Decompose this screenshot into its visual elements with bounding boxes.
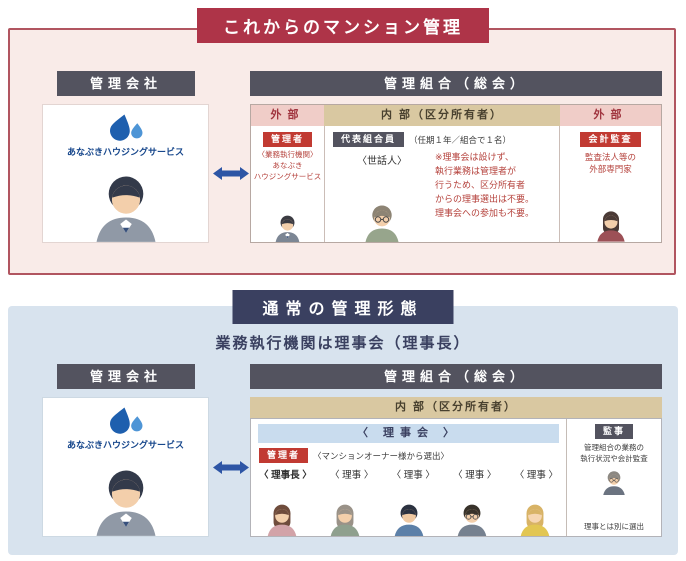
auditor-description: 管理組合の業務の 執行状況や会計監査 <box>580 443 648 464</box>
auditor-area: 監事 管理組合の業務の 執行状況や会計監査 理事とは別に選出 <box>566 419 661 536</box>
role-director: 〈 理事 〉 <box>514 470 558 481</box>
representative-row: 代表組合員 （任期１年／組合で１名） <box>333 132 551 147</box>
top-association-header: 管理組合（総会） <box>250 71 662 96</box>
audit-cell: 会計監査 監査法人等の 外部専門家 <box>560 126 661 242</box>
person-icon <box>359 199 405 242</box>
manager-selection-note: 〈マンションオーナー様から選出〉 <box>313 450 450 461</box>
manager-company-name: あなぶき ハウジングサービス <box>253 160 322 181</box>
caretaker-block: 〈世話人〉 <box>333 150 431 242</box>
anabuki-logo-icon <box>103 405 149 437</box>
representative-cell: 代表組合員 （任期１年／組合で１名） 〈世話人〉 ※理事会は設けず、 執行業務は… <box>324 126 560 242</box>
person-icon <box>599 467 629 495</box>
top-association-table: 外部 内 部（区分所有者） 外部 管理者 〈業務執行機関〉 あなぶき ハウジング… <box>250 104 662 243</box>
person-icon <box>271 211 304 242</box>
internal-owners-header: 内 部（区分所有者） <box>250 397 662 418</box>
company-logo-text: あなぶきハウジングサービス <box>66 147 184 157</box>
person-icon <box>262 499 302 536</box>
column-header-external-right: 外部 <box>560 105 661 126</box>
person-icon <box>85 165 167 242</box>
bottom-section-title: 通常の管理形態 <box>232 290 454 324</box>
representative-term: （任期１年／組合で１名） <box>409 134 512 145</box>
bottom-company-box: あなぶきハウジングサービス <box>42 397 209 537</box>
top-section-title: これからのマンション管理 <box>197 8 489 43</box>
person-icon <box>325 499 365 536</box>
person-icon <box>515 499 555 536</box>
bottom-company-header: 管理会社 <box>57 364 195 389</box>
manager-cell: 管理者 〈業務執行機関〉 あなぶき ハウジングサービス <box>251 126 324 242</box>
anabuki-logo-icon <box>103 112 149 144</box>
board-roles-row: 〈 理事長 〉 〈 理事 〉 〈 理事 〉 〈 理事 〉 〈 理事 〉 <box>258 467 559 481</box>
double-arrow-icon <box>212 165 250 182</box>
person-icon <box>389 499 429 536</box>
board-label: 〈 理事会 〉 <box>258 424 559 443</box>
representative-badge: 代表組合員 <box>333 132 405 147</box>
auditor-note: 理事とは別に選出 <box>584 522 644 531</box>
bottom-association-header: 管理組合（総会） <box>250 364 662 389</box>
representative-body: 〈世話人〉 ※理事会は設けず、 執行業務は管理者が 行うため、区分所有者 からの… <box>333 150 551 242</box>
auditor-badge: 監事 <box>594 424 633 439</box>
bottom-association-body: 〈 理事会 〉 管理者 〈マンションオーナー様から選出〉 〈 理事長 〉 〈 理… <box>250 418 662 537</box>
role-chairman: 〈 理事長 〉 <box>259 470 312 481</box>
bottom-subtitle: 業務執行機関は理事会（理事長） <box>215 336 471 352</box>
no-board-note: ※理事会は設けず、 執行業務は管理者が 行うため、区分所有者 からの理事選出は不… <box>435 152 535 218</box>
double-arrow-icon <box>212 459 250 476</box>
table-body-row: 管理者 〈業務執行機関〉 あなぶき ハウジングサービス 代表組合員 （任期１年／… <box>251 126 661 242</box>
person-icon <box>592 206 630 242</box>
manager-subtitle: 〈業務執行機関〉 <box>257 150 318 159</box>
top-company-header: 管理会社 <box>57 71 195 96</box>
audit-description: 監査法人等の 外部専門家 <box>584 152 636 175</box>
board-members-row <box>258 481 559 536</box>
company-logo-text: あなぶきハウジングサービス <box>66 440 184 450</box>
person-icon <box>452 499 492 536</box>
manager-badge: 管理者 <box>262 132 312 147</box>
board-area: 〈 理事会 〉 管理者 〈マンションオーナー様から選出〉 〈 理事長 〉 〈 理… <box>251 419 566 536</box>
column-header-internal: 内 部（区分所有者） <box>324 105 560 126</box>
person-icon <box>85 459 167 536</box>
manager-badge: 管理者 <box>259 448 309 463</box>
column-header-external-left: 外部 <box>251 105 324 126</box>
role-director: 〈 理事 〉 <box>453 470 497 481</box>
audit-badge: 会計監査 <box>580 132 641 147</box>
manager-row: 管理者 〈マンションオーナー様から選出〉 <box>258 448 559 463</box>
role-director: 〈 理事 〉 <box>391 470 435 481</box>
table-header-row: 外部 内 部（区分所有者） 外部 <box>251 105 661 126</box>
top-company-box: あなぶきハウジングサービス <box>42 104 209 243</box>
role-director: 〈 理事 〉 <box>330 470 374 481</box>
caretaker-label: 〈世話人〉 <box>357 156 407 167</box>
